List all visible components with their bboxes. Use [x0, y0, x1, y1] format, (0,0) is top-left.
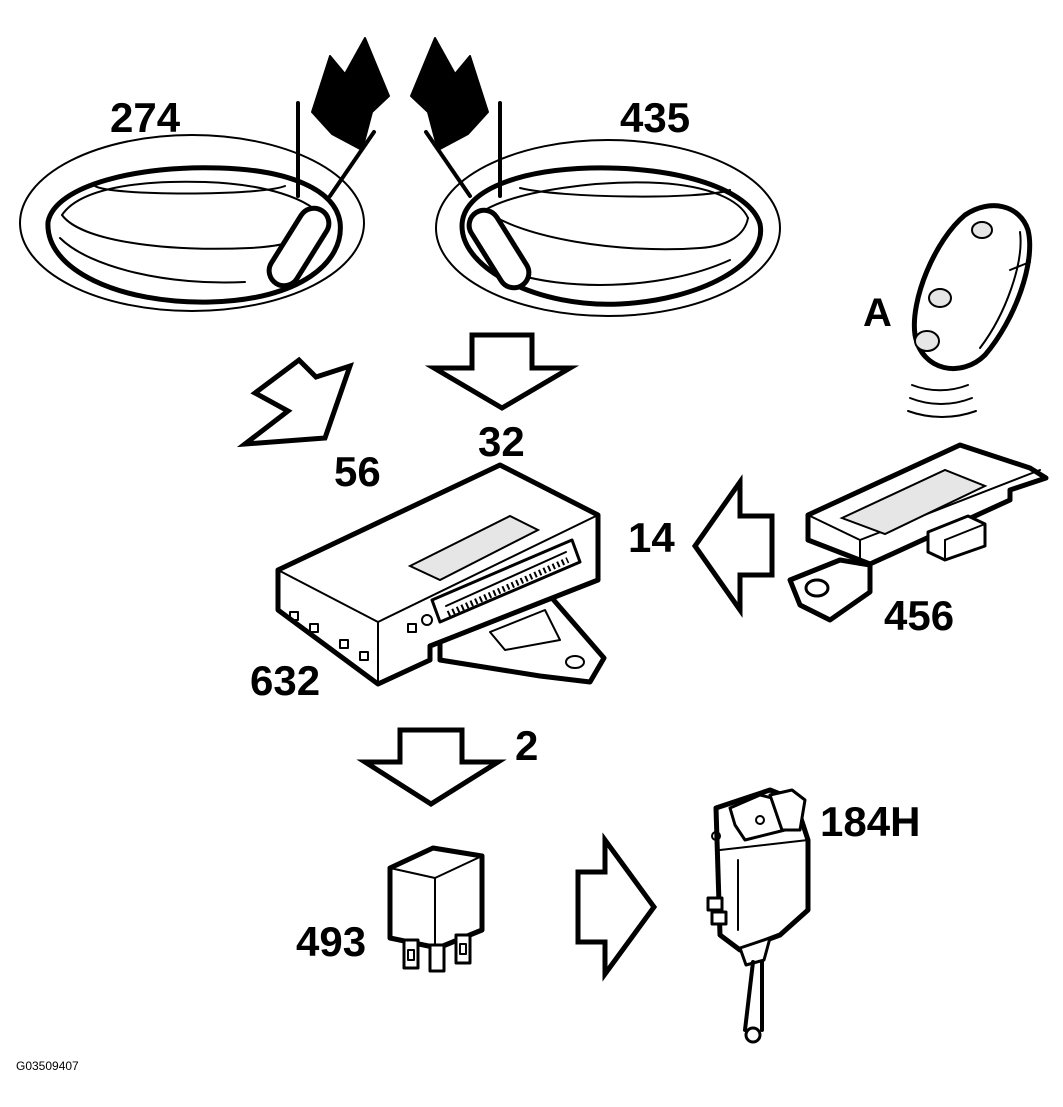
control-module	[275, 462, 607, 687]
relay	[387, 845, 485, 973]
arrow-2	[356, 727, 507, 807]
label-632: 632	[250, 657, 320, 704]
label-456: 456	[884, 592, 954, 639]
label-274: 274	[110, 94, 181, 141]
arrow-right	[575, 832, 658, 982]
actuator	[706, 787, 811, 1044]
receiver-module	[787, 442, 1049, 623]
left-door-handle	[19, 37, 390, 312]
right-door-handle	[410, 37, 781, 317]
label-14: 14	[628, 514, 675, 561]
label-435: 435	[620, 94, 690, 141]
label-2: 2	[515, 722, 538, 769]
label-493: 493	[296, 918, 366, 965]
arrow-32	[424, 332, 580, 411]
label-56: 56	[334, 448, 381, 495]
figure-reference: G03509407	[16, 1059, 79, 1073]
label-a: A	[863, 291, 892, 335]
label-184h: 184H	[820, 798, 920, 845]
arrow-14	[691, 474, 775, 618]
label-32: 32	[478, 418, 525, 465]
arrow-56	[236, 356, 355, 448]
remote-key-fob	[907, 203, 1033, 418]
